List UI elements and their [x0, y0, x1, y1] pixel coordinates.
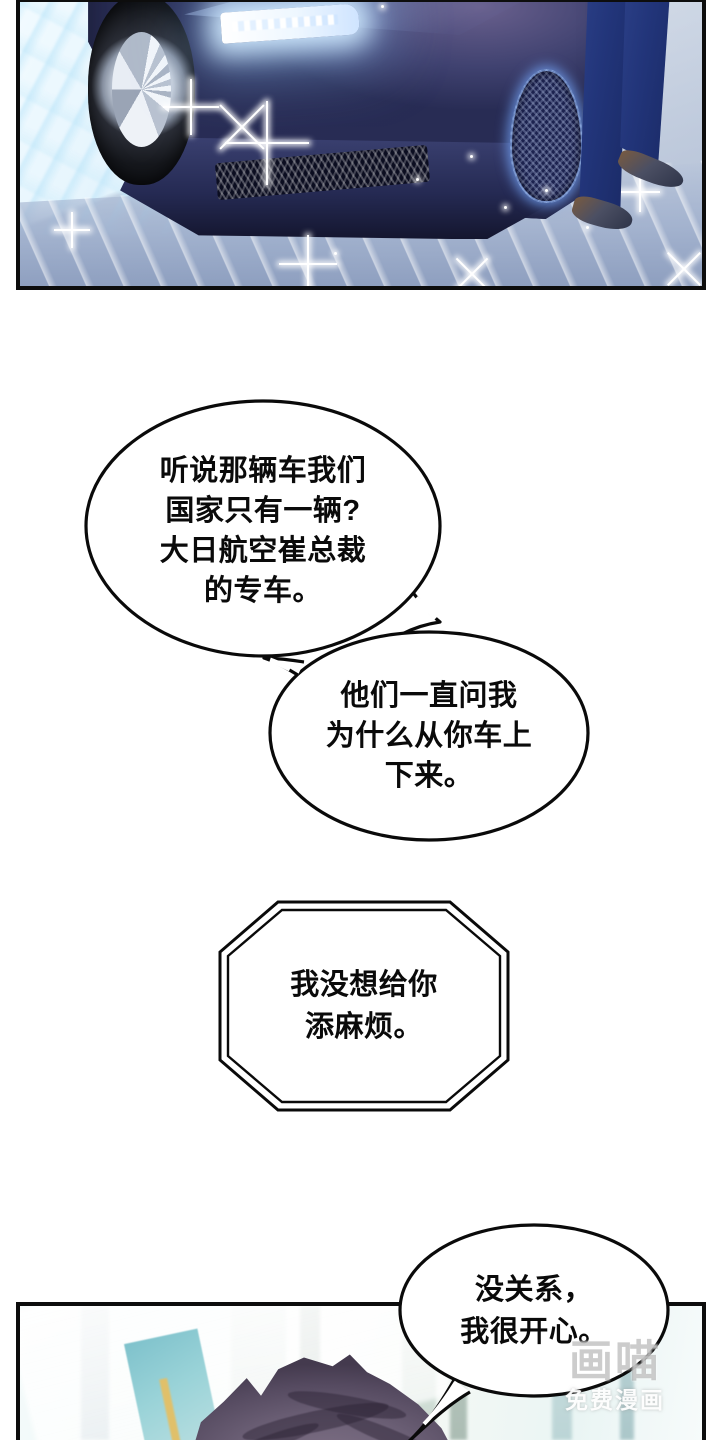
speech-bubble-1: 听说那辆车我们 国家只有一辆? 大日航空崔总裁 的专车。	[84, 398, 442, 664]
speech-bubble-4-shape	[398, 1223, 670, 1440]
sparkle-dot	[545, 189, 549, 193]
speech-bubble-1-shape	[84, 399, 442, 658]
car-front-wheel	[88, 2, 195, 185]
speech-bubble-4: 没关系， 我很开心。	[398, 1222, 670, 1440]
speech-bubble-3-shape	[218, 900, 510, 1112]
sparkle-dot	[333, 251, 337, 255]
suit-trouser-leg	[579, 2, 627, 213]
sparkle-dot	[381, 4, 385, 8]
sports-car	[88, 2, 621, 246]
sparkle-dot	[415, 178, 419, 182]
speech-bubble-2-shape	[262, 630, 590, 842]
car-horseshoe-grille	[509, 69, 583, 203]
sparkle-dot	[470, 155, 474, 159]
sparkle-dot	[586, 226, 590, 230]
car-headlight-artwork	[20, 2, 702, 286]
speech-bubble-3: 我没想给你 添麻烦。	[216, 898, 512, 1114]
sparkle-dot	[504, 206, 508, 210]
comic-panel-top	[16, 0, 706, 290]
speech-bubble-2: 他们一直问我 为什么从你车上 下来。	[262, 628, 590, 844]
street-boy-artwork	[20, 1306, 702, 1440]
